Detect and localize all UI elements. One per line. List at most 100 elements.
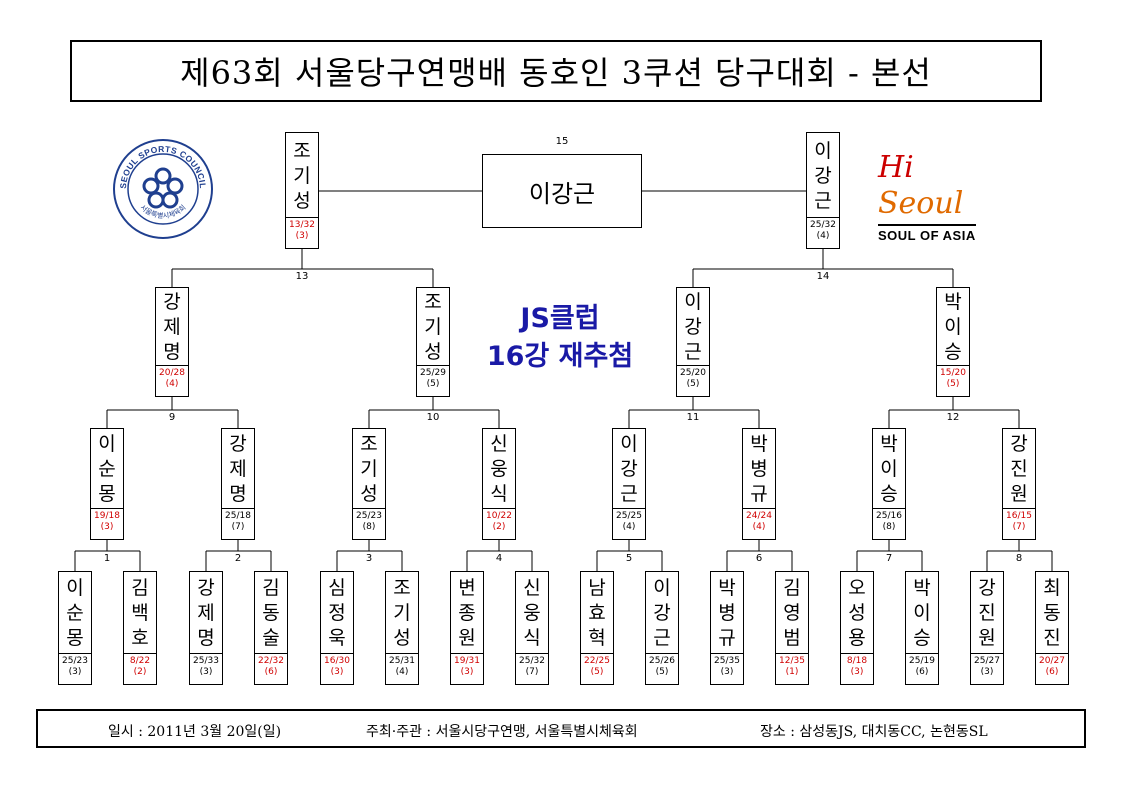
player-score: 25/27(3)	[971, 653, 1003, 684]
player-name: 박 이 승	[913, 577, 931, 649]
inning-count: (8)	[362, 522, 376, 532]
player-score: 25/23(8)	[353, 508, 385, 539]
score-value: 22/32	[258, 656, 284, 666]
match-number: 10	[426, 412, 440, 423]
inning-count: (5)	[946, 379, 960, 389]
player-name: 조 기 성	[424, 291, 442, 363]
player-score: 25/26(5)	[646, 653, 678, 684]
inning-count: (3)	[720, 667, 734, 677]
center-note-line2: 16강 재추첨	[486, 341, 634, 372]
player-box-r32-14: 박 이 승 25/19(6)	[905, 571, 939, 685]
inning-count: (3)	[100, 522, 114, 532]
match-number: 1	[103, 553, 111, 564]
inning-count: (4)	[165, 379, 179, 389]
inning-count: (7)	[525, 667, 539, 677]
inning-count: (3)	[330, 667, 344, 677]
score-value: 19/31	[454, 656, 480, 666]
score-value: 10/22	[486, 511, 512, 521]
player-score: 22/25(5)	[581, 653, 613, 684]
player-name: 이 강 근	[684, 291, 702, 363]
match-number: 9	[168, 412, 176, 423]
player-name: 신 웅 식	[523, 577, 541, 649]
match-number: 12	[946, 412, 960, 423]
seoul-word: Seoul	[878, 186, 964, 221]
inning-count: (4)	[816, 231, 830, 241]
champion-name: 이강근	[528, 179, 596, 208]
inning-count: (2)	[492, 522, 506, 532]
score-value: 8/22	[129, 656, 151, 666]
inning-count: (3)	[199, 667, 213, 677]
score-value: 16/15	[1006, 511, 1032, 521]
inning-count: (4)	[622, 522, 636, 532]
footer: 일시 : 2011년 3월 20일(일) 주최·주관 : 서울시당구연맹, 서울…	[36, 709, 1086, 748]
inning-count: (5)	[686, 379, 700, 389]
inning-count: (3)	[460, 667, 474, 677]
inning-count: (6)	[915, 667, 929, 677]
page-title: 제63회 서울당구연맹배 동호인 3쿠션 당구대회 - 본선	[70, 40, 1042, 102]
soul-of-asia-tagline: SOUL OF ASIA	[878, 224, 976, 243]
center-note-line1: JS클럽	[520, 303, 600, 334]
player-name: 이 순 몽	[66, 577, 84, 649]
player-score: 15/20(5)	[937, 365, 969, 396]
score-value: 25/16	[876, 511, 902, 521]
player-name: 이 강 근	[620, 433, 638, 505]
inning-count: (6)	[264, 667, 278, 677]
inning-count: (3)	[980, 667, 994, 677]
score-value: 8/18	[846, 656, 868, 666]
player-score: 25/18(7)	[222, 508, 254, 539]
player-score: 25/23(3)	[59, 653, 91, 684]
match-number: 5	[625, 553, 633, 564]
match-number: 11	[686, 412, 700, 423]
footer-host: 주최·주관 : 서울시당구연맹, 서울특별시체육회	[366, 724, 638, 740]
score-value: 25/23	[356, 511, 382, 521]
player-score: 13/32(3)	[286, 217, 318, 248]
score-value: 25/32	[810, 220, 836, 230]
score-value: 22/25	[584, 656, 610, 666]
player-name: 박 병 규	[750, 433, 768, 505]
player-box-r32-1: 이 순 몽 25/23(3)	[58, 571, 92, 685]
star-emblem-icon	[142, 167, 184, 209]
player-score: 25/32(4)	[807, 217, 839, 248]
score-value: 25/23	[62, 656, 88, 666]
player-name: 이 강 근	[814, 140, 832, 212]
score-value: 25/18	[225, 511, 251, 521]
player-name: 김 백 호	[131, 577, 149, 649]
champion-box: 이강근	[482, 154, 642, 228]
player-score: 25/16(8)	[873, 508, 905, 539]
score-value: 25/31	[389, 656, 415, 666]
score-value: 15/20	[940, 368, 966, 378]
score-value: 25/19	[909, 656, 935, 666]
player-name: 김 영 범	[783, 577, 801, 649]
inning-count: (4)	[752, 522, 766, 532]
score-value: 12/35	[779, 656, 805, 666]
inning-count: (5)	[426, 379, 440, 389]
inning-count: (3)	[850, 667, 864, 677]
inning-count: (3)	[68, 667, 82, 677]
inning-count: (7)	[231, 522, 245, 532]
player-score: 25/19(6)	[906, 653, 938, 684]
score-value: 25/26	[649, 656, 675, 666]
score-value: 13/32	[289, 220, 315, 230]
player-name: 강 진 원	[1010, 433, 1028, 505]
player-name: 조 기 성	[393, 577, 411, 649]
player-name: 박 병 규	[718, 577, 736, 649]
match-number: 7	[885, 553, 893, 564]
player-score: 8/22(2)	[124, 653, 156, 684]
player-name: 조 기 성	[293, 140, 311, 212]
match-number: 8	[1015, 553, 1023, 564]
